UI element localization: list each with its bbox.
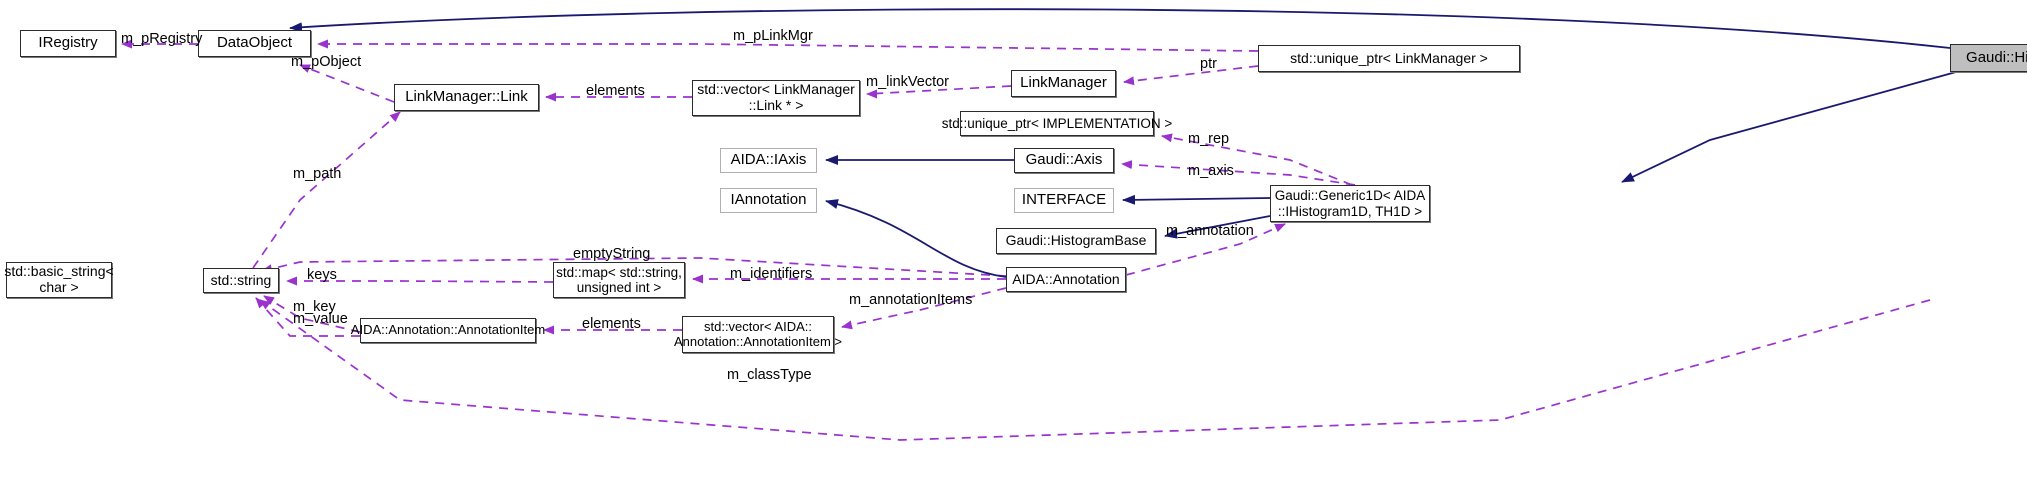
edge-label-m-axis: m_axis [1188, 163, 1234, 179]
node-unique-ptr-implementation[interactable]: std::unique_ptr< IMPLEMENTATION > [942, 111, 1172, 136]
edge-label-elements-ann: elements [582, 316, 641, 332]
edge-label-m-classtype: m_classType [727, 367, 812, 383]
edge-label-elements-link: elements [586, 83, 645, 99]
edge-label-m-path: m_path [293, 166, 342, 182]
node-std-map-string-uint[interactable]: std::map< std::string, unsigned int > [553, 262, 685, 298]
node-std-string[interactable]: std::string [203, 268, 279, 293]
edge-inherit-interface [1122, 194, 1271, 205]
node-linkmanager[interactable]: LinkManager [1011, 70, 1116, 97]
edge-ptr [1123, 65, 1259, 86]
edge-m_axis [1121, 160, 1356, 186]
node-iannotation[interactable]: IAnnotation [720, 188, 817, 213]
edge-label-m-linkvector: m_linkVector [866, 74, 950, 90]
node-unique-ptr-linkmanager[interactable]: std::unique_ptr< LinkManager > [1258, 45, 1520, 72]
edge-label-m-plinkmgr: m_pLinkMgr [733, 28, 813, 44]
node-aida-iaxis[interactable]: AIDA::IAxis [720, 148, 817, 173]
edge-inherit-dataobject [289, 8, 1951, 49]
edge-m_pObject [299, 64, 395, 103]
edge-label-m-identifiers: m_identifiers [730, 266, 813, 282]
node-dataobject[interactable]: DataObject [198, 30, 311, 57]
edge-label-m-pobject: m_pObject [291, 54, 362, 70]
node-linkmanager-link[interactable]: LinkManager::Link [394, 84, 539, 111]
edge-label-m-annotation: m_annotation [1166, 223, 1254, 239]
edge-label-keys: keys [307, 267, 337, 283]
node-gaudi-generic1d[interactable]: Gaudi::Generic1D< AIDA ::IHistogram1D, T… [1270, 185, 1430, 222]
node-gaudi-histogrambase[interactable]: Gaudi::HistogramBase [996, 228, 1156, 254]
node-gaudi-histogram1d[interactable]: Gaudi::Histogram1D [1950, 44, 2027, 72]
node-aida-annotation[interactable]: AIDA::Annotation [1006, 267, 1126, 292]
node-std-basic-string[interactable]: std::basic_string< char > [4, 262, 114, 298]
node-vector-linkmanager-link[interactable]: std::vector< LinkManager ::Link * > [692, 80, 860, 116]
edge-m_path [252, 111, 401, 269]
edge-label-ptr: ptr [1200, 56, 1217, 72]
edge-label-emptystring: emptyString [573, 246, 651, 262]
node-interface[interactable]: INTERFACE [1014, 188, 1114, 213]
edge-label-m-rep: m_rep [1188, 131, 1230, 147]
node-iregistry[interactable]: IRegistry [20, 30, 116, 57]
edge-label-m-pregistry: m_pRegistry [121, 31, 203, 47]
edge-label-m-annotationitems: m_annotationItems [849, 292, 973, 308]
edge-inherit-iannotation [825, 199, 1007, 278]
node-vector-annotation-item[interactable]: std::vector< AIDA:: Annotation::Annotati… [674, 316, 842, 353]
node-gaudi-axis[interactable]: Gaudi::Axis [1014, 148, 1114, 173]
edge-m_pLinkMgr [317, 39, 1259, 52]
edge-label-m-value: m_value [293, 311, 348, 327]
node-annotation-item[interactable]: AIDA::Annotation::AnnotationItem [351, 318, 545, 343]
edge-inherit-generic1d [1621, 71, 1957, 183]
